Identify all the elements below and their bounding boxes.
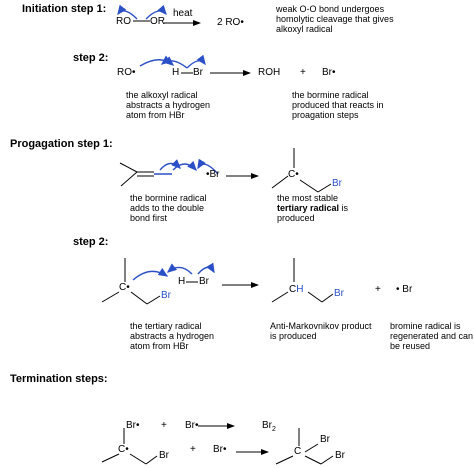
term-br-radical-3: Br• bbox=[213, 444, 227, 455]
note-init2-left: the alkoxyl radical abstracts a hydrogen… bbox=[126, 90, 211, 120]
term-br-substituent: Br bbox=[159, 450, 169, 461]
header-propagation-step-2: step 2: bbox=[73, 236, 109, 248]
note-prop1-right: the most stable tertiary radical is prod… bbox=[277, 193, 349, 223]
br-substituent: Br bbox=[332, 178, 342, 189]
roh-product: ROH bbox=[258, 67, 281, 78]
br-atom: Br bbox=[193, 67, 203, 78]
br-radical-regenerated: • Br bbox=[396, 284, 413, 295]
note-init2-right: the bormine radical produced that reacts… bbox=[292, 90, 384, 120]
fishhook-arrow-hbr-right-2 bbox=[197, 262, 215, 275]
term-carbon-radical: C• bbox=[118, 444, 129, 455]
term-br-radical-1: Br• bbox=[126, 420, 140, 431]
header-termination-steps: Termination steps: bbox=[10, 373, 108, 385]
fishhook-arrow-hbr-left-2 bbox=[166, 263, 193, 275]
header-initiation-step-1: Initiation step 1: bbox=[22, 3, 107, 15]
carbon-radical-2: C• bbox=[119, 282, 130, 293]
product-hydrogen: H bbox=[296, 284, 304, 295]
fishhook-arrow-left bbox=[117, 4, 138, 20]
fishhook-arrow-br bbox=[197, 158, 219, 175]
plus-sign: + bbox=[300, 67, 306, 78]
or-right: OR bbox=[150, 16, 165, 27]
br-substituent-2: Br bbox=[161, 290, 171, 301]
product-br: Br bbox=[334, 288, 344, 299]
fishhook-arrow-hbr-left bbox=[160, 55, 188, 69]
term-plus-1: + bbox=[161, 420, 167, 431]
term-product-carbon: C bbox=[294, 446, 302, 457]
header-propagation-step-1: Progagation step 1: bbox=[10, 138, 113, 150]
ro-radical: RO• bbox=[117, 67, 136, 78]
term-product-br-1: Br bbox=[320, 434, 330, 445]
term-br-radical-2: Br• bbox=[185, 420, 199, 431]
note-prop1-left: the bormine radical adds to the double b… bbox=[130, 193, 207, 223]
carbon-radical: C• bbox=[288, 169, 299, 180]
plus-sign-2: + bbox=[375, 284, 381, 295]
h-atom: H bbox=[172, 67, 180, 78]
fishhook-arrow-hbr-right bbox=[186, 54, 206, 69]
term-product-br-2: Br bbox=[335, 450, 345, 461]
term-plus-2: + bbox=[190, 444, 196, 455]
term-br2-product: Br2 bbox=[262, 420, 276, 433]
fishhook-arrow-c-h bbox=[132, 267, 169, 281]
br-atom-2: Br bbox=[199, 276, 209, 287]
note-prop2-right: bromine radical is regenerated and can b… bbox=[390, 321, 474, 351]
note-prop2-left: the tertiary radical abstracts a hydroge… bbox=[130, 321, 215, 351]
ro-left: RO bbox=[116, 16, 131, 27]
heat-condition: heat bbox=[173, 8, 193, 19]
br-radical-product: Br• bbox=[322, 67, 336, 78]
fishhook-arrow-right bbox=[145, 4, 167, 20]
product-carbon: CH bbox=[289, 284, 304, 295]
note-init1: weak O-O bond undergoes homolytic cleava… bbox=[276, 4, 394, 34]
fishhook-arrow-pi-2 bbox=[172, 160, 197, 172]
h-atom-2: H bbox=[178, 276, 186, 287]
header-initiation-step-2: step 2: bbox=[73, 52, 109, 64]
alkoxyl-radical-product: 2 RO• bbox=[217, 17, 244, 28]
br-radical: •Br bbox=[206, 169, 220, 180]
note-prop2-mid: Anti-Markovnikov product is produced bbox=[270, 321, 372, 341]
